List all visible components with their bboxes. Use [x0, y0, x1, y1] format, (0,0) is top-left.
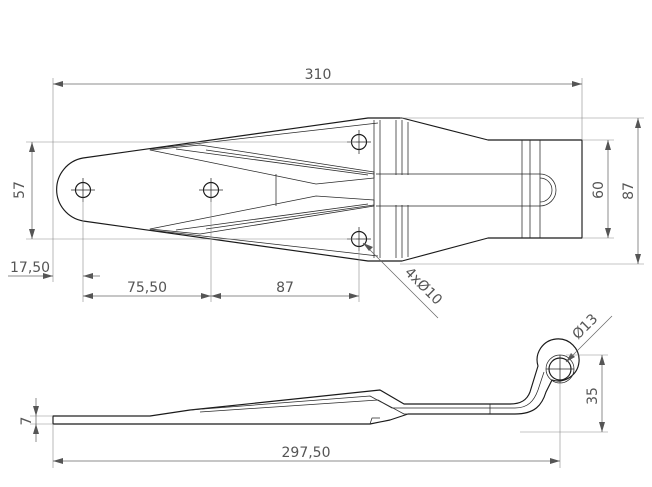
dim-length: 297,50: [282, 445, 331, 461]
dim-holes: 4xØ10: [401, 265, 445, 309]
dim-overall-height: 87: [621, 182, 637, 200]
hinge-leaf-outline: [56, 117, 583, 262]
top-view-dimensions: 310 57 60 87 17,50 75,50 87: [8, 67, 644, 319]
hole-2: [199, 178, 223, 202]
dim-width-tapered: 57: [12, 181, 28, 199]
bevel-edge-upper: [149, 122, 379, 150]
fold-lines-right: [521, 140, 541, 238]
dim-knuckle-height: 60: [591, 181, 607, 199]
dim-hole-spacing-1: 75,50: [127, 280, 167, 296]
dim-rise: 35: [585, 387, 601, 405]
dim-thickness: 7: [19, 417, 35, 426]
dim-overall-length: 310: [305, 67, 332, 83]
dim-pin-diameter: Ø13: [570, 311, 602, 343]
center-slot-inner: [539, 177, 553, 203]
rib-lower: [149, 195, 375, 235]
bevel-edge-lower: [149, 229, 379, 257]
rib-upper-fold: [175, 148, 375, 176]
fold-lines-left: [373, 120, 381, 258]
side-profile-inner: [60, 371, 545, 417]
center-slot: [376, 173, 557, 207]
side-rib-line: [199, 399, 491, 425]
side-view-dimensions: Ø13 35 7 297,50: [19, 311, 613, 468]
fold-lines-mid: [395, 120, 409, 258]
side-profile-outer: [52, 338, 580, 425]
dim-hole-spacing-2: 87: [276, 280, 294, 296]
rib-lower-fold: [175, 203, 375, 231]
top-view: [56, 117, 583, 262]
dim-end-offset: 17,50: [10, 260, 50, 276]
side-view: [52, 338, 580, 425]
rib-upper: [149, 144, 375, 185]
